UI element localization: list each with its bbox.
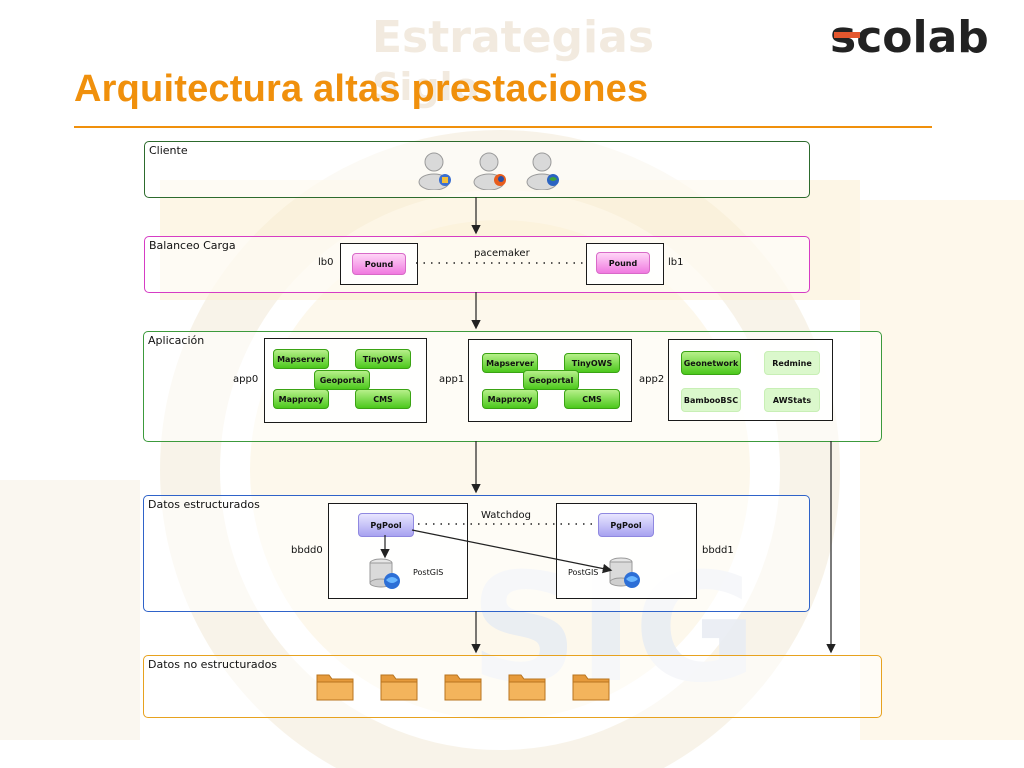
app2-awstats: AWStats — [764, 388, 820, 412]
app0-tinyows: TinyOWS — [355, 349, 411, 369]
app0-cms: CMS — [355, 389, 411, 409]
pound-lb1: Pound — [596, 252, 650, 274]
app0-mapproxy: Mapproxy — [273, 389, 329, 409]
user-globe-icon — [526, 152, 559, 190]
watchdog-label: Watchdog — [481, 510, 531, 521]
arrow-pgpool0-to-postgis1 — [411, 529, 613, 574]
node-bbdd0-label: bbdd0 — [291, 545, 323, 556]
bbdd1-postgis-label: PostGIS — [568, 568, 599, 577]
page-title: Arquitectura altas prestaciones — [74, 68, 649, 110]
pacemaker-label: pacemaker — [474, 248, 530, 259]
app1-geoportal: Geoportal — [523, 370, 579, 390]
folder-icon — [380, 674, 418, 701]
bbdd0-pgpool: PgPool — [358, 513, 414, 537]
node-lb1-label: lb1 — [668, 257, 684, 268]
app2-bamboo: BambooBSC — [681, 388, 741, 412]
bbdd0-postgis-label: PostGIS — [413, 568, 444, 577]
layer-aplicacion-title: Aplicación — [148, 334, 205, 347]
app2-redmine: Redmine — [764, 351, 820, 375]
pound-lb0: Pound — [352, 253, 406, 275]
scolab-logo: scolab — [830, 12, 989, 60]
app0-geoportal: Geoportal — [314, 370, 370, 390]
node-lb0-label: lb0 — [318, 257, 334, 268]
layer-cliente: Cliente — [144, 141, 810, 198]
folder-icon — [444, 674, 482, 701]
bbdd0-database-icon — [369, 558, 400, 589]
node-bbdd1-label: bbdd1 — [702, 545, 734, 556]
layer-cliente-title: Cliente — [149, 144, 188, 157]
user-firefox-icon — [473, 152, 506, 190]
bbdd1-pgpool: PgPool — [598, 513, 654, 537]
app1-mapserver: Mapserver — [482, 353, 538, 373]
layer-balanceo-title: Balanceo Carga — [149, 239, 236, 252]
layer-datos-estructurados: Datos estructurados — [143, 495, 810, 612]
folder-icon — [508, 674, 546, 701]
bbdd1-database-icon — [609, 557, 640, 588]
layer-datos-estructurados-title: Datos estructurados — [148, 498, 260, 511]
node-app0-label: app0 — [233, 374, 259, 385]
app2-geonetwork: Geonetwork — [681, 351, 741, 375]
watermark-line-2: Siglo — [372, 65, 479, 109]
app1-mapproxy: Mapproxy — [482, 389, 538, 409]
node-app1-label: app1 — [439, 374, 465, 385]
title-divider — [74, 126, 932, 128]
folder-icon — [572, 674, 610, 701]
layer-balanceo-carga: Balanceo Carga — [144, 236, 810, 293]
user-konqueror-icon — [418, 152, 451, 190]
app0-mapserver: Mapserver — [273, 349, 329, 369]
app1-cms: CMS — [564, 389, 620, 409]
node-app2-label: app2 — [639, 374, 665, 385]
app1-tinyows: TinyOWS — [564, 353, 620, 373]
layer-datos-no-estructurados-title: Datos no estructurados — [148, 658, 278, 671]
folder-icon — [316, 674, 354, 701]
watermark-line-1: Estrategias — [372, 12, 654, 63]
